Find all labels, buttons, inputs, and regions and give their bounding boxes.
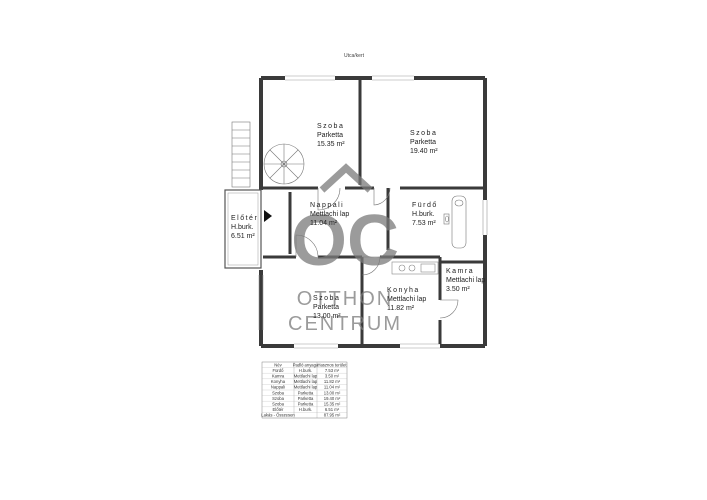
room-label-nappali: Nappali Mettlachi lap 11.04 m² [310,202,349,227]
svg-text:6.51 m²: 6.51 m² [231,233,255,240]
svg-text:Mettlachi lap: Mettlachi lap [387,296,426,303]
room-label-eloter: Előtér H.burk. 6.51 m² [231,215,258,240]
area-table-cell: Szoba [272,402,285,407]
svg-text:Kamra: Kamra [446,268,474,275]
area-table-cell: 19.40 m² [324,396,341,401]
svg-text:Mettlachi lap: Mettlachi lap [446,277,485,284]
svg-text:Parketta: Parketta [317,132,343,139]
svg-text:13.00 m²: 13.00 m² [313,313,341,320]
area-table-cell: Parketta [298,390,314,395]
area-table-cell: 11.82 m² [324,379,341,384]
svg-text:Fürdő: Fürdő [412,202,438,209]
room-label-szoba-3: Szoba Parketta 13.00 m² [313,295,341,320]
svg-text:H.burk.: H.burk. [231,224,254,231]
door-swings [295,187,459,319]
svg-text:Nappali: Nappali [310,202,344,209]
area-table-header-cell: Hasznos terület [317,362,347,367]
area-table-total-cell: 87.95 m² [324,413,341,418]
svg-text:7.53 m²: 7.53 m² [412,220,436,227]
area-table-cell: 13.00 m² [324,390,341,395]
svg-text:11.04 m²: 11.04 m² [310,220,338,227]
watermark-logo: OC [291,201,399,281]
bathroom-fixtures [443,195,467,249]
svg-text:15.35 m²: 15.35 m² [317,141,345,148]
entry-porch [224,189,262,269]
svg-text:19.40 m²: 19.40 m² [410,148,438,155]
windows [258,75,488,349]
svg-text:Parketta: Parketta [313,304,339,311]
area-table-cell: Szoba [272,396,285,401]
kitchen-counter [391,261,439,275]
area-table-cell: Mettlachi lap [294,374,318,379]
area-table-cell: Mettlachi lap [294,379,318,384]
area-table-cell: 15.35 m² [324,402,341,407]
area-table-cell: 6.51 m² [325,407,340,412]
watermark: OC OTTHON CENTRUM [288,163,402,335]
exterior-stairs [231,121,251,188]
svg-text:3.50 m²: 3.50 m² [446,286,470,293]
area-table-cell: 7.53 m² [325,368,340,373]
svg-text:Szoba: Szoba [317,123,344,130]
area-table-cell: Előtér [273,407,285,412]
area-table-cell: Nappali [271,385,285,390]
area-table-cell: Szoba [272,390,285,395]
top-label: Utca/kert [344,53,365,59]
exterior-walls [259,76,487,348]
area-table-cell: H.burk. [299,407,313,412]
room-label-furdo: Fürdő H.burk. 7.53 m² [412,202,438,227]
area-table-cell: 11.04 m² [324,385,341,390]
svg-text:H.burk.: H.burk. [412,211,435,218]
room-label-szoba-2: Szoba Parketta 19.40 m² [410,130,438,155]
area-table-cell: Parketta [298,396,314,401]
svg-text:Parketta: Parketta [410,139,436,146]
area-table-cell: Konyha [271,379,286,384]
svg-text:Előtér: Előtér [231,215,258,222]
spiral-stair [263,143,305,185]
svg-text:Szoba: Szoba [410,130,437,137]
svg-text:Szoba: Szoba [313,295,340,302]
svg-text:Konyha: Konyha [387,287,420,294]
area-table-cell: 3.50 m² [325,374,340,379]
room-label-kamra: Kamra Mettlachi lap 3.50 m² [446,268,485,293]
area-table-cell: H.burk. [299,368,313,373]
area-table-cell: Fürdő [273,368,285,373]
area-table-header-cell: Padló anyaga [293,362,319,367]
watermark-line2: CENTRUM [288,313,402,335]
area-table-cell: Mettlachi lap [294,385,318,390]
area-table-cell: Parketta [298,402,314,407]
svg-text:11.82 m²: 11.82 m² [387,305,415,312]
entrance-arrow-icon [264,210,272,222]
watermark-line1: OTTHON [297,288,393,310]
room-label-konyha: Konyha Mettlachi lap 11.82 m² [387,287,426,312]
area-table-cell: Kamra [272,374,285,379]
svg-text:Mettlachi lap: Mettlachi lap [310,211,349,218]
area-table-header-cell: Név [274,362,282,367]
area-table-total-cell: Lakás - Összesen [261,413,295,418]
room-label-szoba-1: Szoba Parketta 15.35 m² [317,123,345,148]
